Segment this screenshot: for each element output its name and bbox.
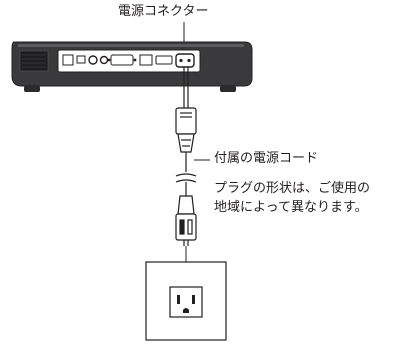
cord-break-mark [175, 173, 197, 196]
port-screw-left [107, 58, 111, 62]
power-connector-socket [175, 53, 195, 68]
outlet-ground-hole [183, 308, 189, 313]
outlet-slot-left [177, 295, 180, 304]
wall-plug [175, 195, 197, 246]
vent-lines [22, 54, 46, 68]
power-connector-label: 電源コネクター [118, 4, 209, 19]
foot-left [24, 86, 40, 92]
port-screw-right [133, 58, 137, 62]
port-usb [76, 55, 86, 64]
plug-note-line-2: 地域によって異なります。 [214, 200, 368, 215]
projector-top-highlight [18, 44, 244, 47]
port-rgb [110, 54, 134, 66]
port-video-jack [88, 55, 98, 65]
projector [11, 41, 253, 92]
outlet-slot-right [192, 295, 195, 304]
power-cord [183, 67, 189, 108]
port-hdmi [155, 55, 173, 65]
wall-outlet [145, 261, 227, 341]
foot-right [220, 86, 236, 92]
vent-grille [19, 50, 49, 72]
power-connector-pin-1 [179, 58, 183, 63]
plug-note-line-1: プラグの形状は、ご使用の [214, 181, 371, 196]
port-power-switch [62, 54, 74, 66]
power-connector-pin-2 [187, 58, 191, 63]
port-lan [139, 54, 153, 66]
power-cord-label: 付属の電源コード [214, 151, 319, 166]
port-audio-jack [99, 55, 109, 65]
cord-connector-plug [175, 107, 197, 172]
